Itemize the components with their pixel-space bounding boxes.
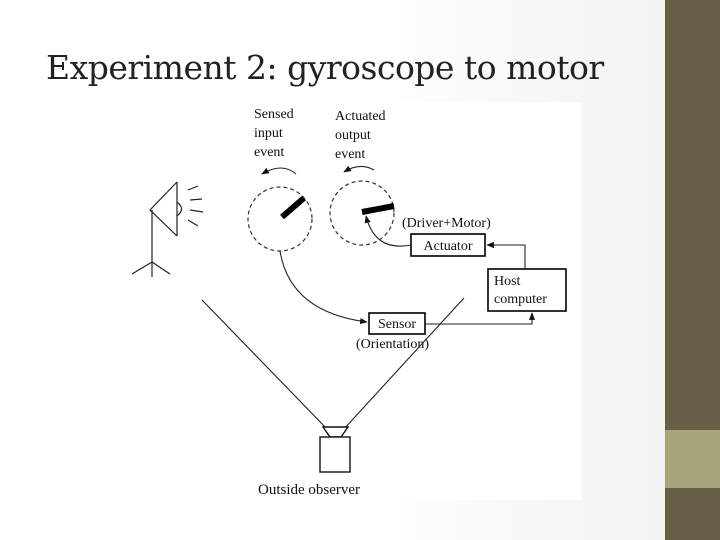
sidebar-dark-top <box>665 0 720 430</box>
svg-text:event: event <box>254 145 284 160</box>
connection-arrows <box>279 215 536 325</box>
svg-text:event: event <box>335 147 365 162</box>
sidebar-accent-block <box>665 430 720 488</box>
host-label-line1: Host <box>494 274 521 289</box>
actuator-label: Actuator <box>424 239 473 254</box>
host-label-line2: computer <box>494 292 547 307</box>
sensor-label: Sensor <box>378 317 416 332</box>
diagram-svg: Sensed input event Actuated output event… <box>131 107 567 498</box>
lamp-icon <box>131 181 204 277</box>
sensor-box: Sensor <box>368 312 426 335</box>
orientation-label: (Orientation) <box>356 337 429 352</box>
svg-text:input: input <box>254 126 283 141</box>
sensed-event-label: Sensed input event <box>254 107 294 160</box>
slide-title: Experiment 2: gyroscope to motor <box>46 48 604 87</box>
experiment-diagram: Sensed input event Actuated output event… <box>130 102 581 500</box>
svg-text:Actuated: Actuated <box>335 109 386 124</box>
driver-motor-label: (Driver+Motor) <box>402 216 491 231</box>
sensed-dial <box>247 167 313 252</box>
outside-observer-label: Outside observer <box>258 482 360 498</box>
camera-icon <box>319 426 351 473</box>
svg-text:Sensed: Sensed <box>254 107 294 122</box>
actuator-box: Actuator <box>410 233 486 257</box>
svg-text:output: output <box>335 128 371 143</box>
host-computer-box: Host computer <box>487 268 567 312</box>
actuated-dial <box>329 165 395 246</box>
observer-sight-lines <box>201 297 465 431</box>
sidebar-dark-bottom <box>665 488 720 540</box>
actuated-event-label: Actuated output event <box>335 109 386 162</box>
